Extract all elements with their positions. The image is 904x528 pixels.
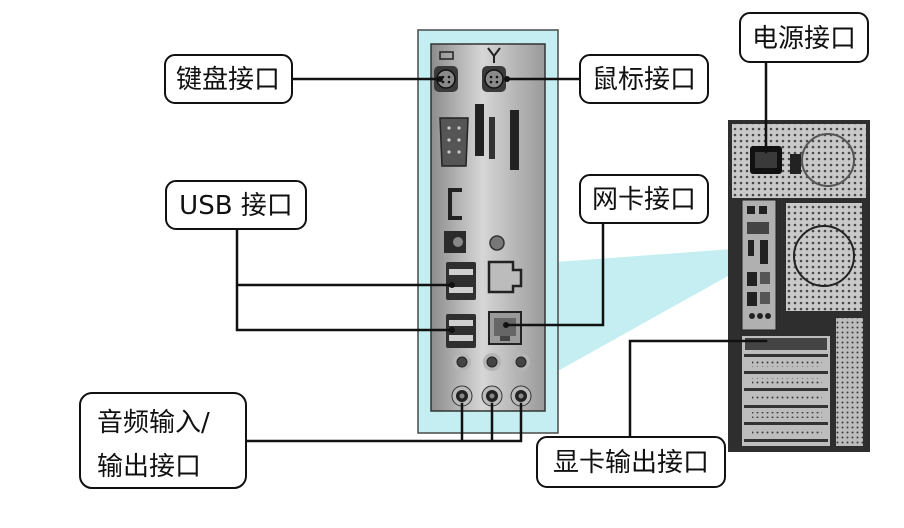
case-vent	[786, 203, 862, 311]
label-usb-text: USB 接口	[179, 191, 293, 221]
round-port	[489, 235, 505, 251]
psu-fan	[801, 133, 855, 187]
graphics-line	[628, 339, 768, 439]
shield-slot	[510, 110, 519, 170]
label-power-text: 电源接口	[752, 24, 856, 54]
label-audio-line2: 输出接口	[97, 452, 201, 482]
label-network-text: 网卡接口	[592, 185, 696, 215]
rj45-outline	[487, 260, 523, 294]
ps2-mouse-port	[482, 66, 506, 92]
label-power: 电源接口	[739, 12, 869, 63]
connector-lines	[235, 60, 768, 443]
keyboard-line-dot	[437, 76, 443, 82]
label-keyboard: 键盘接口	[164, 54, 293, 104]
usb-port-upper	[446, 262, 476, 300]
io-shield-plate	[430, 43, 546, 412]
computer-case	[728, 120, 870, 452]
usb-port-lower	[446, 314, 476, 348]
c-shape-port	[448, 188, 462, 220]
ps2-keyboard-port	[434, 66, 458, 92]
square-port	[444, 231, 466, 253]
dsub-port	[439, 117, 469, 167]
power-socket	[750, 146, 782, 174]
network-line	[504, 221, 605, 327]
expansion-slots	[742, 336, 830, 446]
mouse-line-dot	[504, 76, 510, 82]
label-audio: 音频输入/ 输出接口	[79, 392, 247, 489]
shield-slot	[475, 104, 484, 156]
usb-line-dot	[449, 282, 455, 288]
shield-slot	[489, 117, 495, 159]
label-network: 网卡接口	[579, 174, 709, 224]
label-graphics: 显卡输出接口	[536, 436, 726, 488]
network-port	[488, 311, 522, 345]
label-graphics-text: 显卡输出接口	[553, 448, 709, 478]
audio-line	[244, 402, 523, 443]
case-side-vent	[836, 318, 863, 446]
label-audio-line1: 音频输入/	[97, 408, 210, 438]
mouse-icon	[487, 47, 501, 63]
usb-line-dot	[449, 327, 455, 333]
label-mouse-text: 鼠标接口	[592, 65, 696, 95]
label-mouse: 鼠标接口	[579, 54, 709, 104]
psu-switch	[790, 154, 801, 174]
case-fan-outline	[793, 225, 855, 287]
label-keyboard-text: 键盘接口	[176, 65, 280, 95]
io-panel-zoom	[417, 29, 559, 434]
label-usb: USB 接口	[165, 180, 307, 230]
usb-line	[235, 227, 454, 332]
network-line-dot	[503, 322, 509, 328]
keyboard-icon	[439, 51, 454, 60]
case-io-strip	[741, 199, 777, 331]
